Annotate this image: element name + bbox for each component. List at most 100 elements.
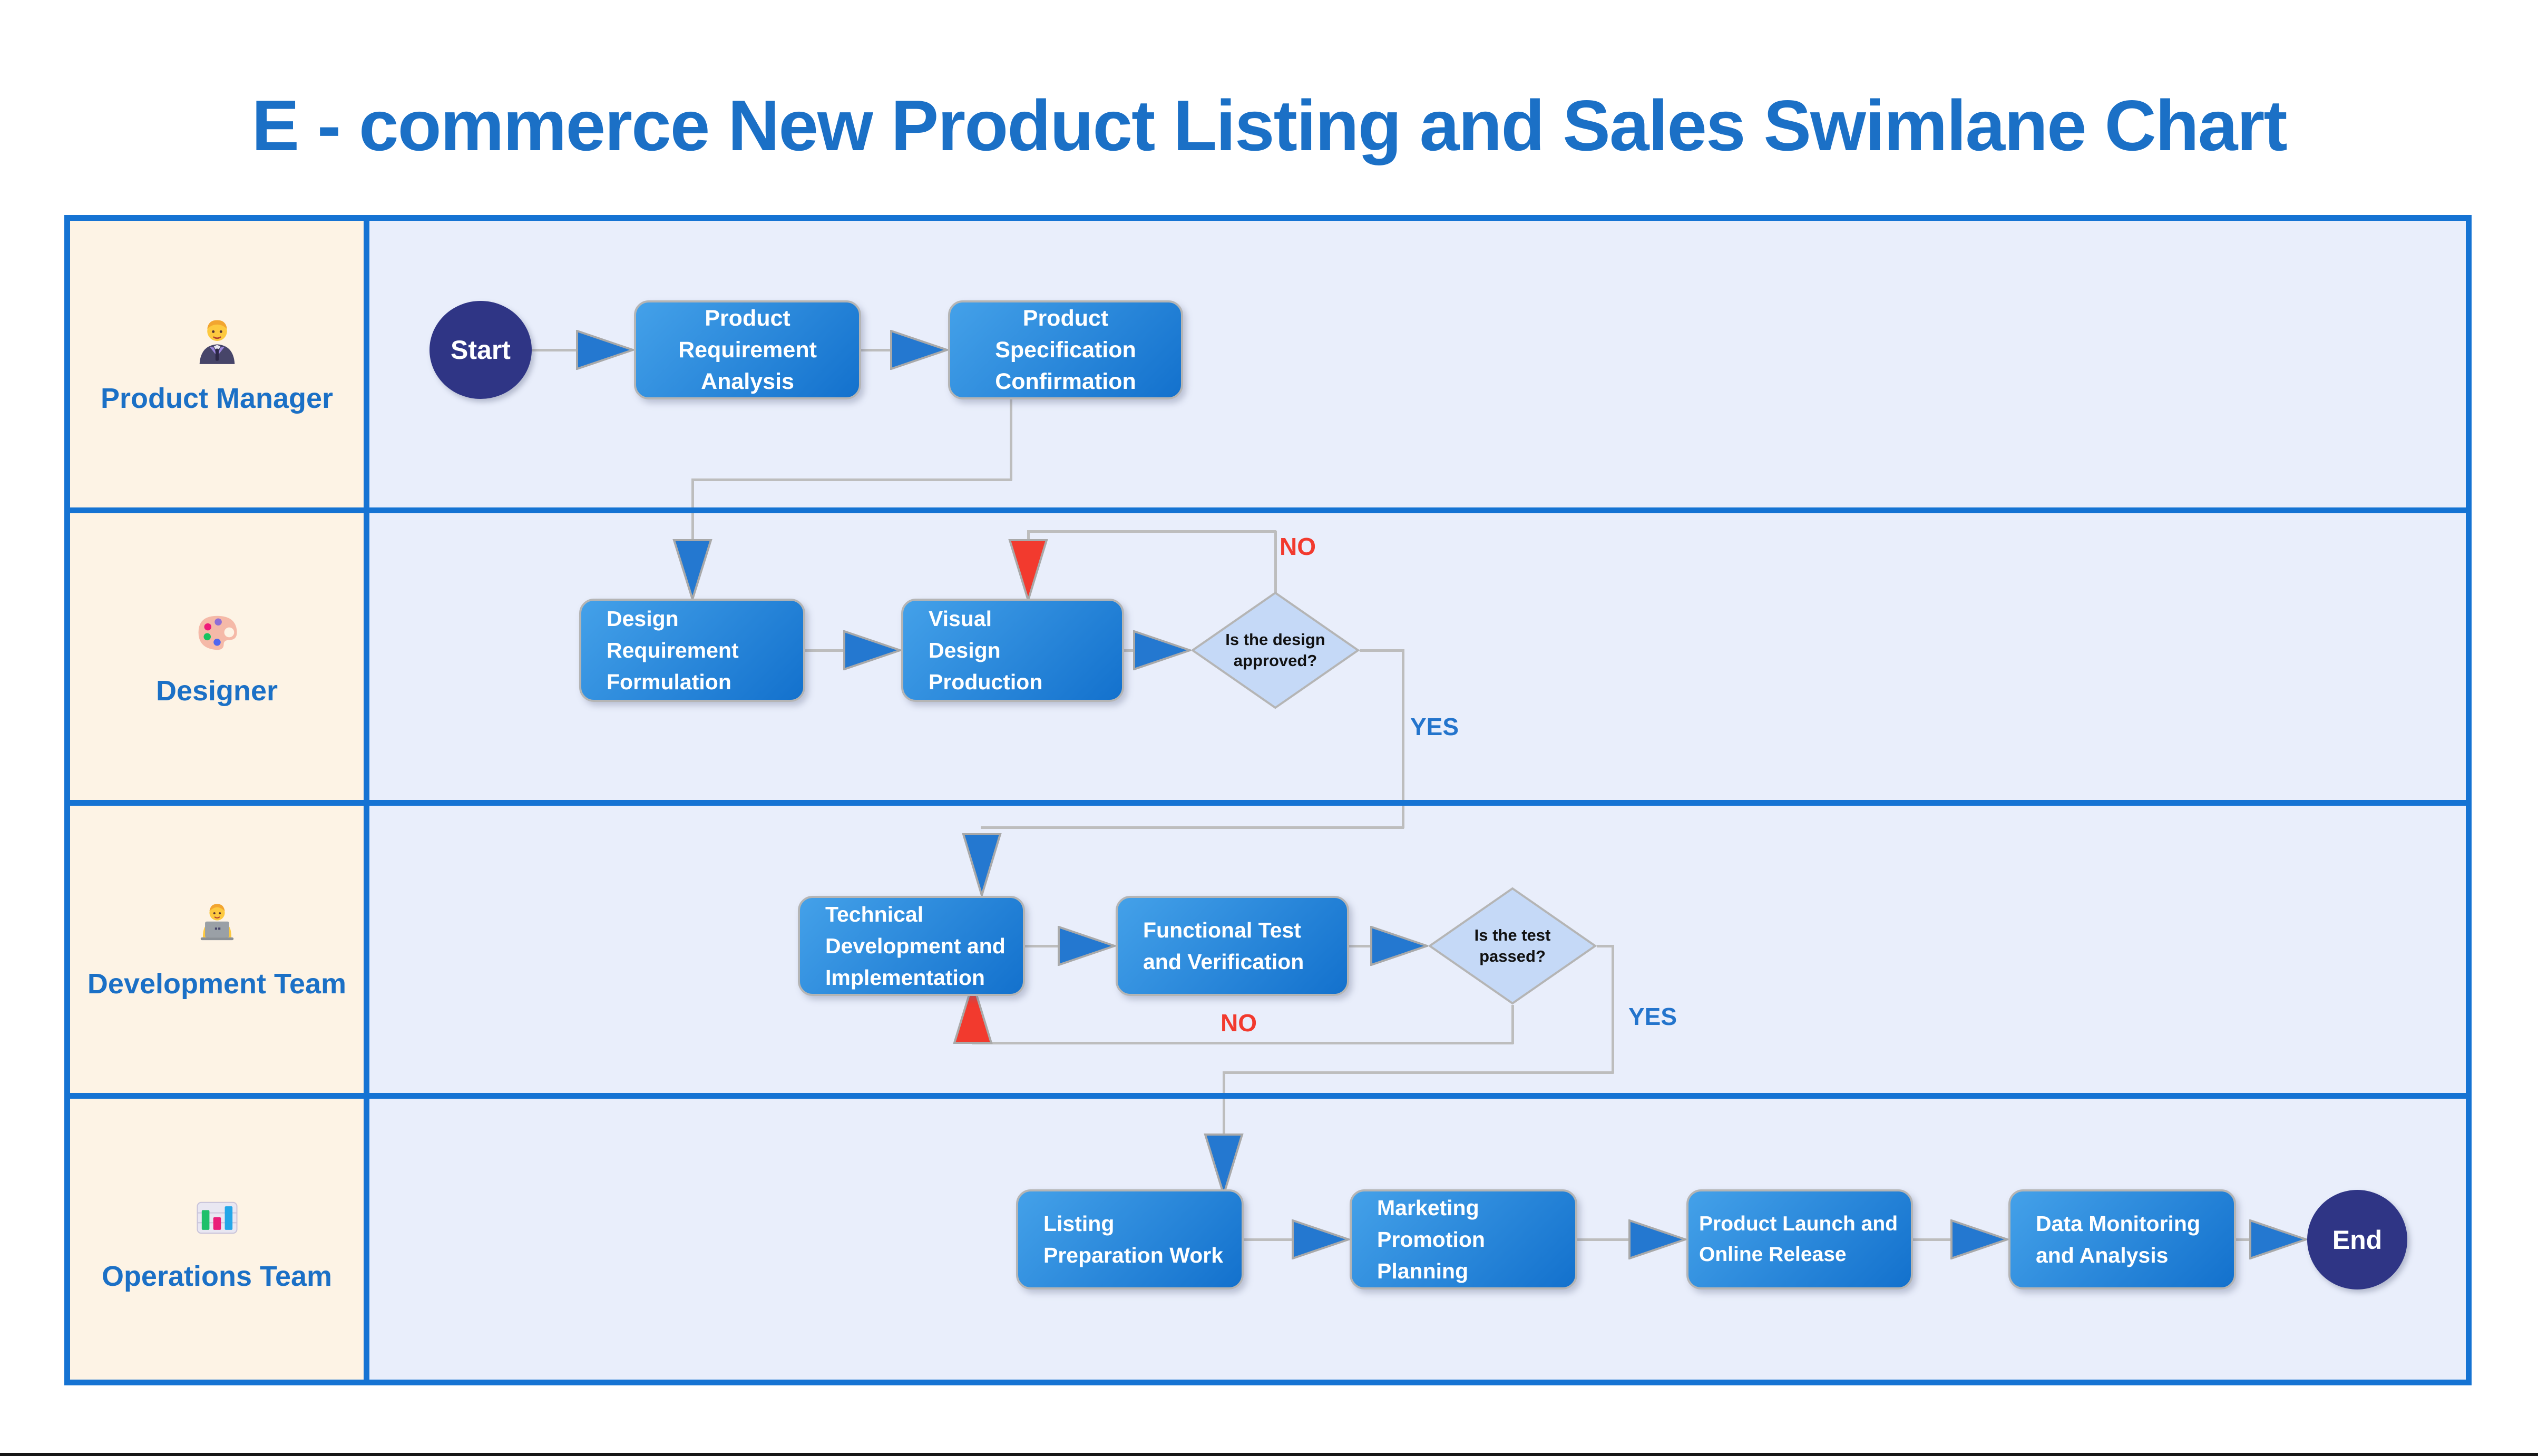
decision-test-passed: Is the test passed?	[1428, 887, 1597, 1005]
node-product-requirement-analysis: Product Requirement Analysis	[634, 300, 861, 399]
lane-label-text: Development Team	[87, 968, 347, 1000]
lane-label-text: Product Manager	[100, 383, 334, 414]
node-text-line: Analysis	[701, 369, 794, 394]
node-text-line: passed?	[1479, 947, 1546, 965]
bar-chart-icon	[191, 1191, 243, 1244]
node-functional-test-verification: Functional Test and Verification	[1116, 896, 1349, 996]
node-text-line: Functional Test	[1143, 918, 1301, 942]
node-text-line: Formulation	[607, 670, 731, 694]
lane-divider	[70, 507, 2466, 513]
connector-segment	[1913, 1238, 1953, 1241]
flow-arrow-icon	[1292, 1219, 1352, 1262]
edge-label-design-yes: YES	[1410, 713, 1459, 740]
connector-segment	[532, 349, 578, 351]
connector-segment	[805, 649, 845, 652]
node-text-line: Promotion	[1377, 1227, 1485, 1252]
decision-text: Is the test passed?	[1428, 887, 1597, 1005]
node-text-line: Visual	[929, 607, 992, 631]
lane-label-text: Designer	[155, 675, 278, 707]
edge-label-test-yes: YES	[1628, 1003, 1677, 1030]
node-text-line: Listing	[1043, 1211, 1115, 1236]
edge-label-design-no: NO	[1280, 533, 1316, 560]
node-text-line: Design	[929, 638, 1001, 662]
node-text-line: Implementation	[825, 965, 985, 990]
node-text-line: Confirmation	[995, 369, 1136, 394]
node-text-line: Product	[705, 306, 790, 331]
node-listing-preparation-work: Listing Preparation Work	[1016, 1189, 1244, 1289]
connector-segment	[1025, 945, 1060, 947]
node-visual-design-production: Visual Design Production	[901, 599, 1124, 702]
down-arrow-no-icon	[1008, 539, 1048, 604]
connector-segment	[1027, 530, 1276, 533]
node-text-line: Marketing	[1377, 1196, 1479, 1220]
decision-design-approved: Is the design approved?	[1190, 591, 1360, 709]
edge-label-test-no: NO	[1221, 1009, 1257, 1037]
node-text-line: Online Release	[1699, 1243, 1847, 1266]
lane-label-product-manager: Product Manager	[70, 221, 364, 507]
node-technical-development-implementation: Technical Development and Implementation	[798, 896, 1025, 996]
node-text-line: Technical	[825, 902, 924, 926]
connector-segment	[1244, 1238, 1294, 1241]
flow-arrow-icon	[1133, 630, 1194, 673]
connector-segment	[861, 349, 892, 351]
node-text-line: Is the design	[1225, 630, 1325, 649]
down-arrow-icon	[672, 539, 712, 603]
lane-divider	[70, 1093, 2466, 1099]
flow-arrow-icon	[2249, 1219, 2310, 1262]
node-text-line: Design	[607, 607, 679, 631]
node-marketing-promotion-planning: Marketing Promotion Planning	[1350, 1189, 1577, 1289]
connector-segment	[691, 478, 1012, 481]
decision-text: Is the design approved?	[1191, 591, 1360, 709]
connector-segment	[1010, 399, 1012, 481]
lane-label-development-team: Development Team	[70, 806, 364, 1093]
node-text-line: Data Monitoring	[2036, 1211, 2201, 1236]
connector-segment	[1597, 945, 1614, 947]
node-text-line: and Verification	[1143, 950, 1304, 974]
technologist-icon	[191, 899, 243, 952]
business-person-icon	[191, 314, 243, 366]
start-label: Start	[451, 335, 511, 365]
node-design-requirement-formulation: Design Requirement Formulation	[579, 599, 805, 702]
node-text-line: Product	[1022, 306, 1109, 331]
end-node: End	[2307, 1190, 2407, 1289]
connector-segment	[1124, 649, 1135, 652]
palette-icon	[191, 606, 243, 659]
connector-segment	[1360, 649, 1404, 652]
connector-segment	[981, 826, 1404, 829]
up-arrow-no-icon	[953, 979, 993, 1047]
flow-arrow-icon	[1370, 925, 1431, 969]
connector-segment	[1577, 1238, 1631, 1241]
connector-segment	[2236, 1238, 2251, 1241]
down-arrow-icon	[1204, 1133, 1244, 1199]
down-arrow-icon	[962, 833, 1002, 900]
node-text-line: Product Launch and	[1699, 1213, 1898, 1235]
connector-segment	[1402, 649, 1404, 828]
connector-segment	[1027, 530, 1030, 545]
window-bottom-edge	[0, 1453, 2538, 1456]
flow-arrow-icon	[843, 630, 904, 673]
flow-arrow-icon	[890, 329, 951, 373]
lane-label-text: Operations Team	[101, 1260, 333, 1292]
page-title: E - commerce New Product Listing and Sal…	[251, 85, 2287, 165]
lane-label-designer: Designer	[70, 513, 364, 800]
node-text-line: approved?	[1233, 651, 1317, 670]
flow-arrow-icon	[1058, 925, 1118, 969]
connector-segment	[1223, 1071, 1225, 1135]
node-product-specification-confirmation: Product Specification Confirmation	[948, 300, 1183, 399]
lane-divider	[70, 800, 2466, 806]
connector-segment	[972, 1042, 1514, 1044]
connector-segment	[1223, 1071, 1614, 1074]
connector-segment	[1349, 945, 1372, 947]
node-text-line: Is the test	[1474, 926, 1551, 944]
node-text-line: Planning	[1377, 1259, 1469, 1283]
node-text-line: Specification	[995, 337, 1136, 363]
node-text-line: Production	[929, 670, 1043, 694]
node-text-line: Requirement	[607, 638, 739, 662]
flow-arrow-icon	[1628, 1219, 1689, 1262]
connector-segment	[1511, 1005, 1514, 1044]
node-text-line: Development and	[825, 934, 1006, 958]
end-label: End	[2332, 1225, 2383, 1255]
node-text-line: Preparation Work	[1043, 1243, 1223, 1267]
connector-segment	[1612, 945, 1614, 1073]
